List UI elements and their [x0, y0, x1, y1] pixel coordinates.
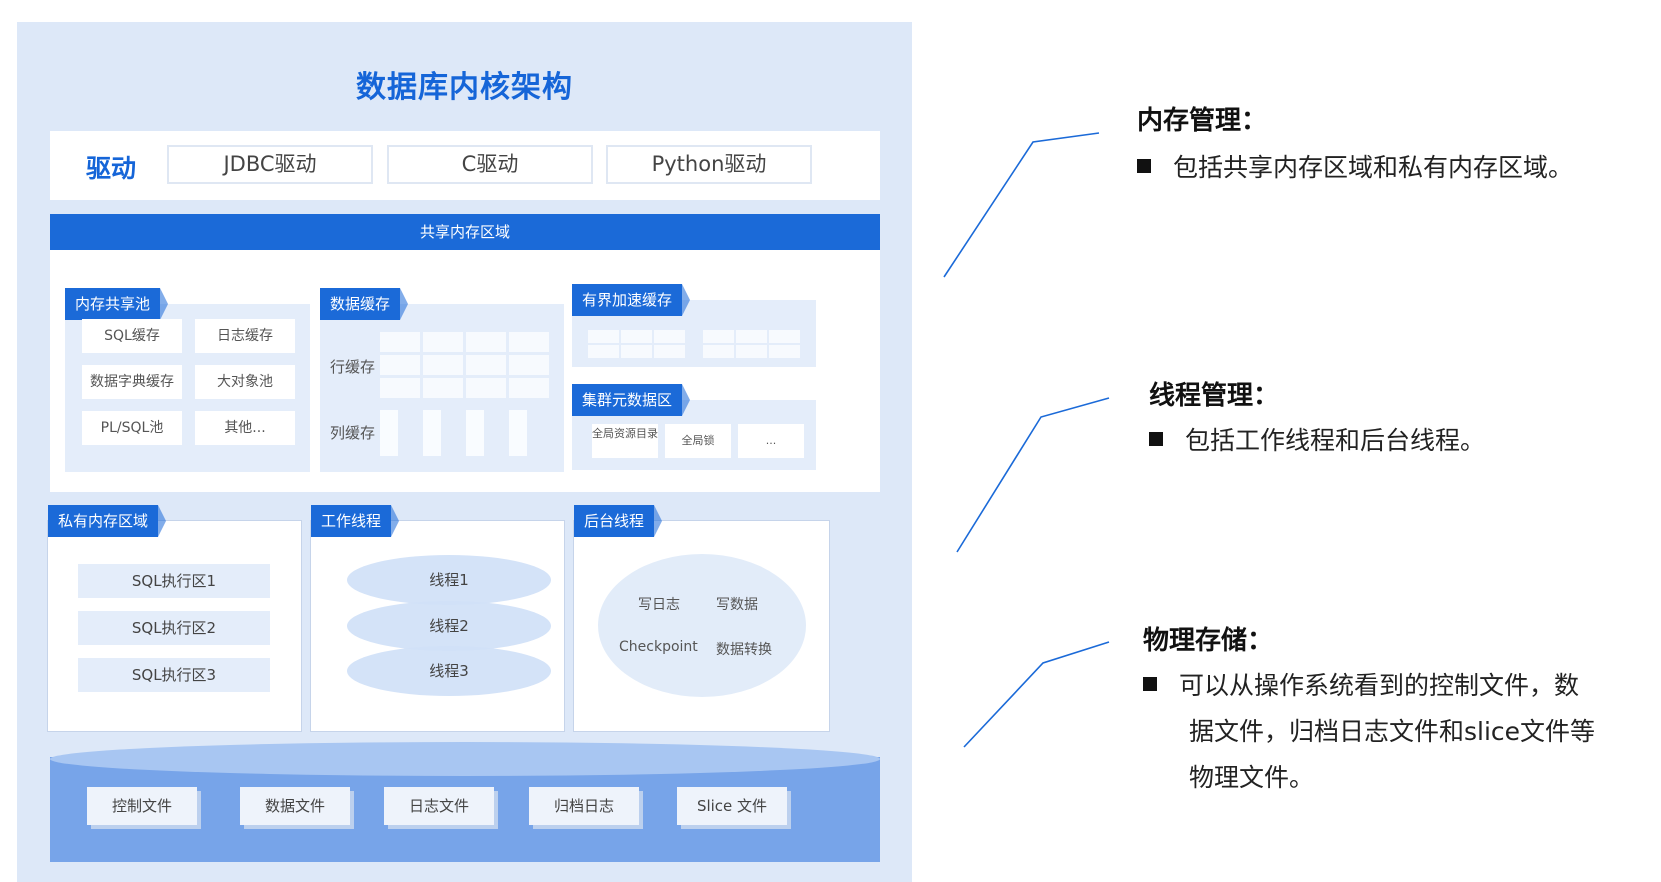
write-data-label: 写数据 — [716, 597, 758, 613]
dictionary-cache-cell: 数据字典缓存 — [82, 365, 182, 399]
sql-cache-cell: SQL缓存 — [82, 319, 182, 353]
physical-storage-title: 物理存储： — [1143, 626, 1274, 656]
sql-exec-area-1: SQL执行区1 — [78, 564, 270, 598]
data-file-box: 数据文件 — [240, 787, 350, 825]
physical-storage-text: 可以从操作系统看到的控制文件，数 据文件，归档日志文件和slice文件等 物理文… — [1143, 663, 1653, 801]
row-cache-cell — [466, 332, 506, 352]
global-resource-directory-cell: 全局资源目录 — [592, 424, 658, 458]
row-cache-cell — [423, 332, 463, 352]
thread-connector-line — [956, 397, 1110, 553]
log-cache-cell: 日志缓存 — [195, 319, 295, 353]
column-cache-bar — [380, 410, 398, 456]
row-cache-label: 行缓存 — [330, 358, 376, 376]
more-cell: ... — [738, 424, 804, 458]
thread-3: 线程3 — [347, 646, 551, 696]
control-file-box: 控制文件 — [87, 787, 197, 825]
data-cache-tab: 数据缓存 — [320, 288, 409, 320]
physical-storage-cylinder-top — [50, 742, 880, 776]
cluster-metadata-panel: 集群元数据区 全局资源目录 全局锁 ... — [572, 384, 816, 470]
c-driver-box: C驱动 — [387, 145, 593, 184]
row-cache-cell — [466, 378, 506, 398]
memory-management-title: 内存管理： — [1137, 106, 1268, 136]
row-cache-cell — [380, 355, 420, 375]
cluster-metadata-tab: 集群元数据区 — [572, 384, 691, 416]
global-lock-cell: 全局锁 — [665, 424, 731, 458]
row-cache-cell — [509, 378, 549, 398]
bounded-cache-cell — [769, 345, 800, 358]
background-threads-ellipse — [598, 554, 806, 697]
bounded-cache-cell — [736, 345, 767, 358]
background-threads-tab: 后台线程 — [574, 505, 663, 537]
sql-exec-area-2: SQL执行区2 — [78, 611, 270, 645]
slice-file-box: Slice 文件 — [677, 787, 787, 825]
row-cache-cell — [380, 378, 420, 398]
bounded-cache-cell — [703, 345, 734, 358]
driver-label: 驱动 — [86, 154, 137, 183]
bounded-cache-tab: 有界加速缓存 — [572, 284, 691, 316]
checkpoint-label: Checkpoint — [619, 639, 698, 655]
thread-2: 线程2 — [347, 601, 551, 651]
row-cache-cell — [509, 355, 549, 375]
sql-exec-area-3: SQL执行区3 — [78, 658, 270, 692]
architecture-diagram: 数据库内核架构 驱动 JDBC驱动 C驱动 Python驱动 共享内存区域 内存… — [17, 22, 912, 882]
thread-management-text: 包括工作线程和后台线程。 — [1149, 418, 1485, 464]
jdbc-driver-box: JDBC驱动 — [167, 145, 373, 184]
bullet-square-icon — [1149, 432, 1163, 446]
column-cache-bar — [509, 410, 527, 456]
memory-pool-tab: 内存共享池 — [65, 288, 169, 320]
row-cache-cell — [466, 355, 506, 375]
column-cache-bar — [466, 410, 484, 456]
bounded-cache-cell — [736, 330, 767, 343]
row-cache-cell — [509, 332, 549, 352]
data-cache-panel: 数据缓存 行缓存 列缓存 — [320, 288, 564, 472]
driver-row: 驱动 JDBC驱动 C驱动 Python驱动 — [50, 131, 880, 200]
other-cell: 其他... — [195, 411, 295, 445]
python-driver-box: Python驱动 — [606, 145, 812, 184]
bounded-cache-cell — [621, 330, 652, 343]
bounded-cache-cell — [654, 330, 685, 343]
plsql-pool-cell: PL/SQL池 — [82, 411, 182, 445]
bounded-cache-cell — [621, 345, 652, 358]
private-memory-panel: 私有内存区域 SQL执行区1 SQL执行区2 SQL执行区3 — [47, 505, 302, 732]
bounded-cache-cell — [588, 330, 619, 343]
row-cache-cell — [423, 355, 463, 375]
background-threads-panel: 后台线程 写日志 写数据 Checkpoint 数据转换 — [573, 505, 830, 732]
bounded-cache-cell — [588, 345, 619, 358]
data-convert-label: 数据转换 — [716, 642, 772, 658]
diagram-title: 数据库内核架构 — [356, 70, 573, 105]
row-cache-cell — [380, 332, 420, 352]
log-file-box: 日志文件 — [384, 787, 494, 825]
archive-log-box: 归档日志 — [529, 787, 639, 825]
bounded-cache-panel: 有界加速缓存 — [572, 284, 816, 367]
thread-management-title: 线程管理： — [1149, 381, 1280, 411]
storage-connector-line — [963, 641, 1110, 748]
memory-management-text: 包括共享内存区域和私有内存区域。 — [1137, 145, 1573, 191]
bullet-square-icon — [1137, 159, 1151, 173]
bounded-cache-cell — [654, 345, 685, 358]
bounded-cache-cell — [703, 330, 734, 343]
memory-pool-panel: 内存共享池 SQL缓存 日志缓存 数据字典缓存 大对象池 PL/SQL池 其他.… — [65, 288, 310, 472]
row-cache-cell — [423, 378, 463, 398]
shared-memory-header: 共享内存区域 — [50, 214, 880, 250]
work-threads-panel: 工作线程 线程1 线程2 线程3 — [310, 505, 565, 732]
thread-1: 线程1 — [347, 555, 551, 605]
column-cache-label: 列缓存 — [330, 424, 376, 442]
private-memory-tab: 私有内存区域 — [48, 505, 167, 537]
bullet-square-icon — [1143, 677, 1157, 691]
memory-connector-line — [943, 132, 1100, 278]
shared-memory-region: 共享内存区域 内存共享池 SQL缓存 日志缓存 数据字典缓存 大对象池 PL/S… — [50, 214, 880, 492]
bounded-cache-cell — [769, 330, 800, 343]
work-threads-tab: 工作线程 — [311, 505, 400, 537]
large-object-pool-cell: 大对象池 — [195, 365, 295, 399]
write-log-label: 写日志 — [638, 597, 680, 613]
column-cache-bar — [423, 410, 441, 456]
